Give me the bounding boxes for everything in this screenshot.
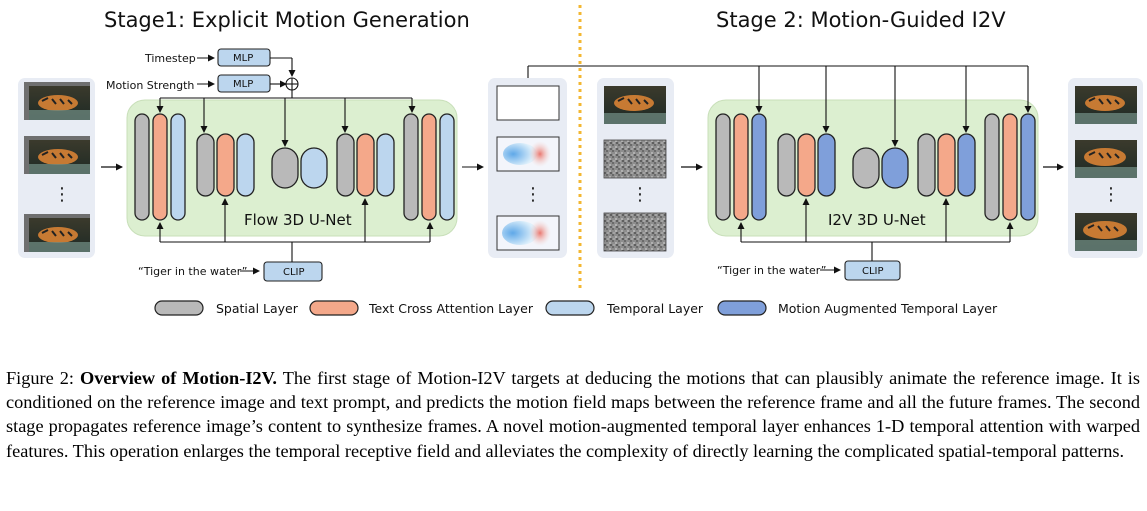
tiger-frame-icon	[1075, 86, 1137, 124]
stage1-text-prompt: “Tiger in the water”	[138, 265, 247, 278]
spatial-layer	[403, 113, 419, 221]
tiger-frame-icon	[24, 214, 90, 252]
motion-augmented-temporal-layer	[881, 147, 909, 189]
text-cross-attention-layer	[421, 113, 437, 221]
motion-augmented-temporal-layer	[751, 113, 767, 221]
sum-icon	[285, 77, 299, 91]
temporal-layer	[170, 113, 186, 221]
motion-field-map	[496, 136, 560, 172]
i2v-unet-layers	[715, 113, 1036, 221]
spatial-layer	[134, 113, 150, 221]
text-cross-attention-layer	[1002, 113, 1018, 221]
temporal-layer	[236, 133, 255, 197]
spatial-layer	[917, 133, 936, 197]
tiger-frame-icon	[24, 82, 90, 120]
noise-ellipsis: ⋮	[631, 184, 649, 205]
legend-motion-temporal-label: Motion Augmented Temporal Layer	[778, 301, 998, 316]
tiger-frame-icon	[1075, 213, 1137, 251]
legend-text-cross-label: Text Cross Attention Layer	[368, 301, 534, 316]
figure-caption: Figure 2: Overview of Motion-I2V. The fi…	[6, 366, 1140, 463]
caption-text: The first stage of Motion-I2V targets at…	[6, 368, 1140, 461]
stage2-clip-label: CLIP	[862, 266, 884, 277]
output-ellipsis: ⋮	[1102, 184, 1120, 205]
temporal-layer	[300, 147, 328, 189]
spatial-layer	[336, 133, 355, 197]
spatial-layer	[777, 133, 796, 197]
i2v-unet-label: I2V 3D U-Net	[828, 211, 926, 229]
legend: Spatial Layer Text Cross Attention Layer…	[154, 300, 998, 316]
noise-frame	[603, 212, 667, 252]
text-cross-attention-layer	[937, 133, 956, 197]
stage2-title: Stage 2: Motion-Guided I2V	[716, 8, 1006, 32]
motion-augmented-temporal-layer	[1020, 113, 1036, 221]
temporal-layer	[376, 133, 395, 197]
flow-ellipsis: ⋮	[524, 184, 542, 205]
stage2-input-frames: ⋮	[597, 78, 674, 258]
stage1-input-frames: ⋮	[18, 78, 95, 258]
legend-spatial-swatch	[154, 300, 204, 316]
spatial-layer	[715, 113, 731, 221]
caption-title: Overview of Motion-I2V.	[79, 368, 277, 388]
motion-field-map	[496, 215, 560, 251]
spatial-layer	[196, 133, 215, 197]
motion-field-outputs: ⋮	[488, 78, 567, 258]
motion-strength-mlp-label: MLP	[233, 79, 253, 90]
stage1-clip-label: CLIP	[283, 267, 305, 278]
text-cross-attention-layer	[356, 133, 375, 197]
text-cross-attention-layer	[733, 113, 749, 221]
tiger-frame-icon	[1075, 140, 1137, 178]
legend-motion-temporal-swatch	[717, 300, 767, 316]
flow-unet-label: Flow 3D U-Net	[244, 211, 352, 229]
timestep-label: Timestep	[144, 52, 196, 65]
spatial-layer	[271, 147, 299, 189]
text-cross-attention-layer	[216, 133, 235, 197]
timestep-mlp-label: MLP	[233, 53, 253, 64]
noise-frame	[603, 139, 667, 179]
motion-field-map	[496, 85, 560, 121]
spatial-layer	[852, 147, 880, 189]
motion-strength-label: Motion Strength	[106, 79, 194, 92]
spatial-layer	[984, 113, 1000, 221]
stage2-output-frames: ⋮	[1068, 78, 1143, 258]
motion-augmented-temporal-layer	[817, 133, 836, 197]
temporal-layer	[439, 113, 455, 221]
stage1-title: Stage1: Explicit Motion Generation	[104, 8, 470, 32]
tiger-frame-icon	[604, 86, 666, 124]
legend-spatial-label: Spatial Layer	[216, 301, 299, 316]
legend-temporal-label: Temporal Layer	[606, 301, 704, 316]
flow-unet-layers	[134, 113, 455, 221]
legend-temporal-swatch	[545, 300, 595, 316]
text-cross-attention-layer	[152, 113, 168, 221]
frame-ellipsis: ⋮	[53, 184, 71, 205]
text-cross-attention-layer	[797, 133, 816, 197]
stage1-clip-box	[263, 261, 323, 282]
stage2-text-prompt: “Tiger in the water”	[717, 264, 826, 277]
method-overview-figure: Stage1: Explicit Motion Generation Stage…	[18, 5, 1143, 316]
tiger-frame-icon	[24, 136, 90, 174]
motion-augmented-temporal-layer	[957, 133, 976, 197]
caption-label: Figure 2:	[6, 368, 74, 388]
legend-text-cross-swatch	[309, 300, 359, 316]
